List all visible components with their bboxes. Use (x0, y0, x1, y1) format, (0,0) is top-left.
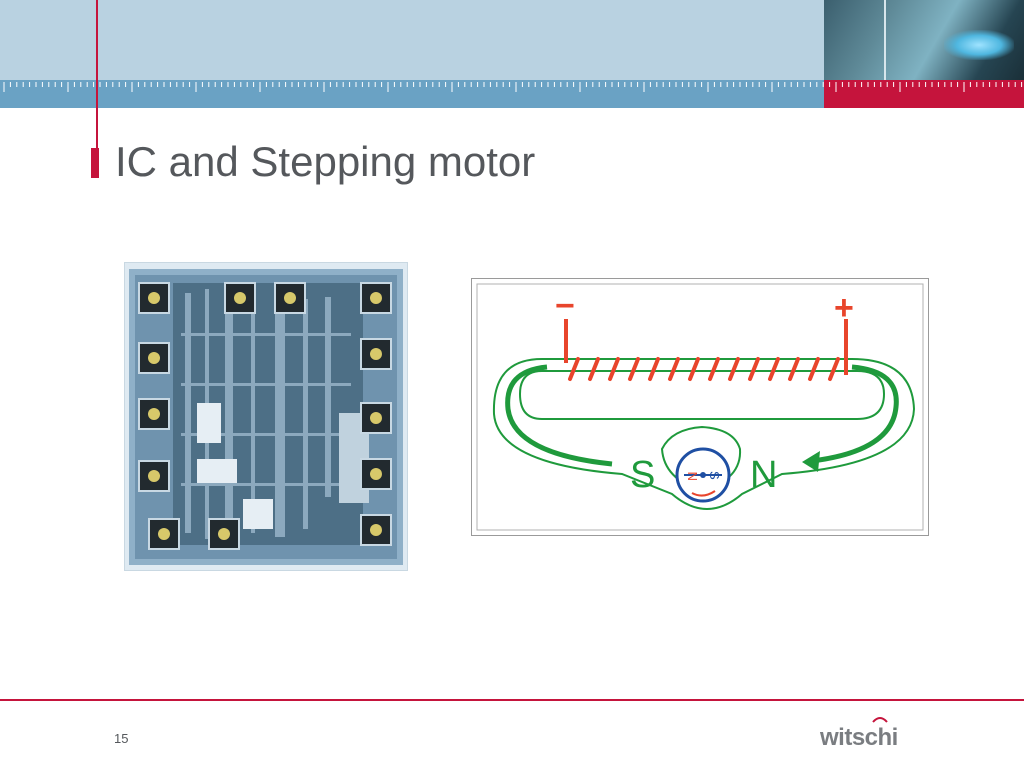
south-pole-label: S (630, 454, 655, 496)
ruler-bar-blue (0, 80, 824, 108)
field-arrow-right (811, 364, 899, 464)
header-photo-glow (944, 30, 1014, 60)
ic-die-image (124, 262, 408, 571)
stepping-motor-diagram: − + S N N S (471, 278, 929, 536)
ruler-bar-red (824, 80, 1024, 108)
header-photo (824, 0, 1024, 80)
field-arrow-left (505, 364, 613, 467)
logo-mark-icon (872, 717, 888, 723)
plus-label: + (834, 289, 854, 327)
stator-outer-outline (492, 358, 916, 510)
wire-plus (844, 319, 848, 375)
page-number: 15 (114, 731, 129, 746)
field-arrowhead (802, 451, 820, 472)
accent-vertical-line (96, 0, 98, 150)
title-accent-bar (91, 148, 99, 178)
coil-windings (568, 357, 840, 381)
rotor-south-label: S (707, 471, 722, 480)
ruler-ticks (3, 82, 1023, 92)
stepping-motor-drawing: − + S N N S (476, 283, 924, 531)
minus-label: − (555, 287, 575, 325)
slide-title: IC and Stepping motor (115, 138, 536, 185)
rotor-rotation-arrow (691, 490, 716, 497)
stator-inner-outline (518, 370, 886, 420)
witschi-logo: witschi (820, 716, 898, 756)
wire-minus (564, 319, 568, 363)
ic-die-drawing (129, 269, 403, 565)
ic-bond-pads (138, 282, 392, 550)
rotor-north-label: N (685, 472, 700, 481)
header-photo-separator (884, 0, 886, 80)
north-pole-label: N (750, 454, 777, 496)
footer-line (0, 699, 1024, 701)
header-band (0, 0, 824, 80)
logo-text: witschi (820, 724, 898, 751)
